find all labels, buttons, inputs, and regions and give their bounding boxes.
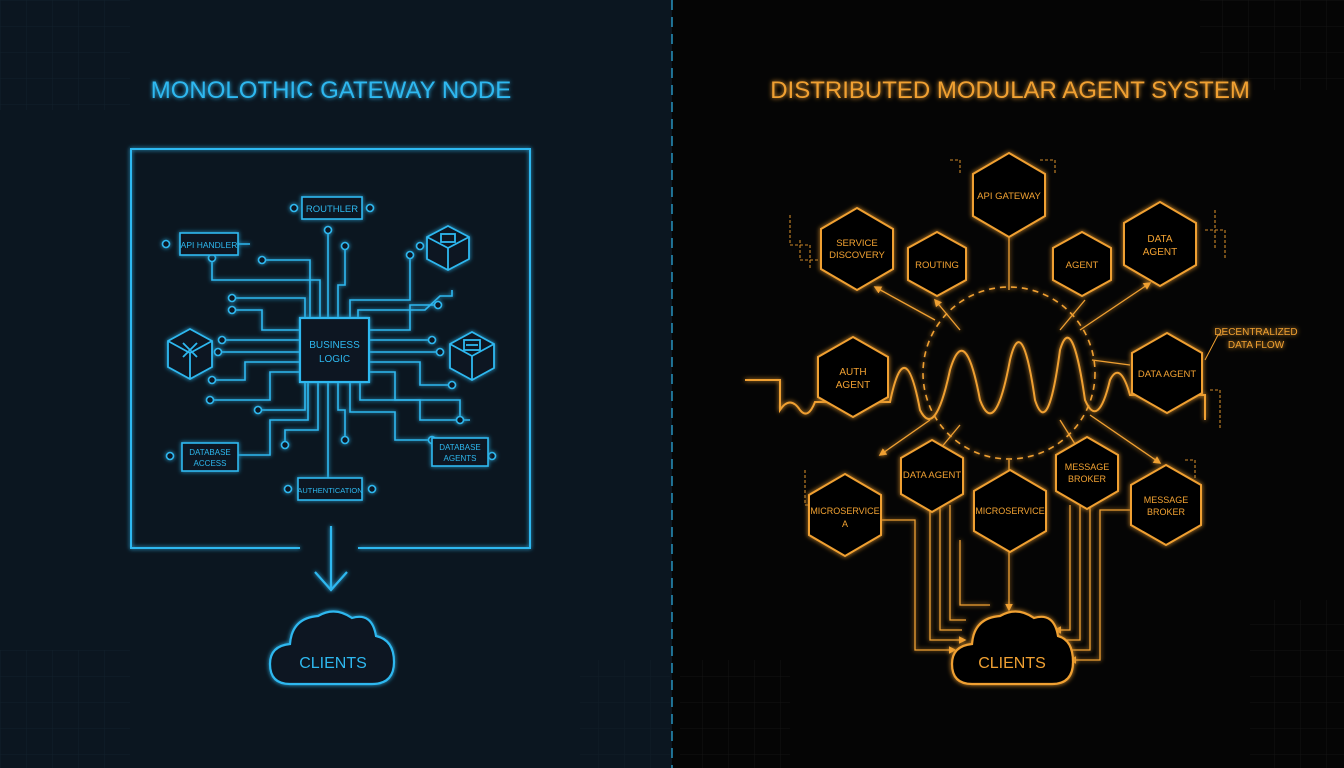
cube-icon bbox=[426, 224, 470, 272]
module-database-access: DATABASE ACCESS bbox=[181, 442, 239, 472]
hex-nodes: API GATEWAY SERVICE DISCOVERY ROUTING AG… bbox=[808, 151, 1203, 558]
cloud-icon bbox=[950, 610, 1075, 686]
module-api-handler: API HANDLER bbox=[179, 232, 239, 256]
left-panel: MONOLOTHIC GATEWAY NODE bbox=[0, 0, 672, 768]
core-label-line-2: LOGIC bbox=[319, 354, 350, 365]
node-data-agent-top: DATA AGENT bbox=[1123, 200, 1197, 288]
right-corner-grid-bottom bbox=[680, 660, 790, 768]
clients-cloud-right: CLIENTS bbox=[950, 610, 1075, 686]
node-message-broker-2-label-2: BROKER bbox=[1147, 507, 1186, 517]
node-routing: ROUTING bbox=[907, 230, 967, 298]
node-api-gateway: API GATEWAY bbox=[972, 151, 1046, 239]
node-data-agent-top-label-2: AGENT bbox=[1143, 247, 1177, 258]
node-microservice-label: MICROSERVICE bbox=[975, 506, 1044, 516]
node-message-broker-2-label-1: MESSAGE bbox=[1144, 495, 1189, 505]
clients-label-right: CLIENTS bbox=[978, 655, 1046, 672]
module-database-access-label-1: DATABASE bbox=[189, 448, 231, 457]
node-agent: AGENT bbox=[1052, 230, 1112, 298]
outer-traces bbox=[789, 159, 1226, 506]
module-authentication-label: AUTHENTICATION bbox=[297, 486, 362, 495]
flow-label-leader bbox=[1204, 334, 1222, 361]
business-logic-core: BUSINESS LOGIC bbox=[298, 316, 371, 384]
cube-x-icon bbox=[167, 327, 213, 381]
data-flow-ring bbox=[922, 286, 1096, 460]
node-service-discovery: SERVICE DISCOVERY bbox=[820, 206, 894, 292]
right-panel: DISTRIBUTED MODULAR AGENT SYSTEM bbox=[672, 0, 1344, 768]
node-microservice-a-label-1: MICROSERVICE bbox=[810, 506, 879, 516]
module-database-agents-label-1: DATABASE bbox=[439, 443, 481, 452]
node-microservice: MICROSERVICE bbox=[973, 468, 1047, 554]
connections bbox=[873, 236, 1162, 664]
cloud-icon bbox=[268, 610, 396, 686]
node-message-broker-1-label-1: MESSAGE bbox=[1065, 462, 1110, 472]
node-message-broker-1: MESSAGE BROKER bbox=[1055, 435, 1119, 511]
node-routing-label: ROUTING bbox=[915, 260, 959, 271]
node-service-discovery-label-1: SERVICE bbox=[836, 238, 878, 249]
right-corner-grid-bottom-right bbox=[1250, 600, 1344, 768]
flow-label-line-2: DATA FLOW bbox=[1228, 340, 1285, 351]
node-auth-agent-label-1: AUTH bbox=[839, 367, 866, 378]
core-label-line-1: BUSINESS bbox=[309, 340, 360, 351]
module-router-label: ROUTHLER bbox=[306, 204, 358, 215]
cube-lines-icon bbox=[449, 330, 495, 382]
flow-label-line-1: DECENTRALIZED bbox=[1214, 327, 1297, 338]
module-database-agents-label-2: AGENTS bbox=[444, 454, 477, 463]
module-authentication: AUTHENTICATION bbox=[297, 477, 363, 501]
clients-label-left: CLIENTS bbox=[299, 655, 367, 672]
node-data-agent-mid-label: DATA AGENT bbox=[903, 470, 961, 481]
node-message-broker-1-label-2: BROKER bbox=[1068, 474, 1107, 484]
node-microservice-a: MICROSERVICE A bbox=[808, 472, 882, 558]
module-router: ROUTHLER bbox=[301, 196, 363, 220]
node-data-agent-right: DATA AGENT bbox=[1131, 331, 1203, 415]
node-message-broker-2: MESSAGE BROKER bbox=[1130, 463, 1202, 547]
left-corner-grid-bottom bbox=[0, 650, 130, 768]
circuit-traces bbox=[210, 230, 470, 478]
node-agent-label: AGENT bbox=[1066, 260, 1099, 271]
module-database-agents: DATABASE AGENTS bbox=[431, 437, 489, 467]
right-title: DISTRIBUTED MODULAR AGENT SYSTEM bbox=[770, 77, 1250, 104]
node-auth-agent-label-2: AGENT bbox=[836, 380, 870, 391]
right-corner-grid-top bbox=[1200, 0, 1344, 90]
node-microservice-a-label-2: A bbox=[842, 519, 848, 529]
node-data-agent-top-label-1: DATA bbox=[1147, 234, 1173, 245]
node-api-gateway-label: API GATEWAY bbox=[977, 191, 1041, 202]
node-data-agent-mid: DATA AGENT bbox=[900, 438, 964, 514]
left-corner-grid-bottom-right bbox=[580, 660, 670, 768]
arrow-down-icon bbox=[314, 526, 348, 592]
clients-cloud-left: CLIENTS bbox=[268, 610, 396, 686]
left-corner-grid-top bbox=[0, 0, 130, 110]
module-api-handler-label: API HANDLER bbox=[181, 240, 238, 250]
module-database-access-label-2: ACCESS bbox=[194, 459, 227, 468]
gateway-frame bbox=[130, 148, 531, 549]
node-data-agent-right-label: DATA AGENT bbox=[1138, 369, 1196, 380]
node-auth-agent: AUTH AGENT bbox=[817, 335, 889, 419]
node-service-discovery-label-2: DISCOVERY bbox=[829, 250, 885, 261]
left-title: MONOLOTHIC GATEWAY NODE bbox=[151, 77, 511, 104]
